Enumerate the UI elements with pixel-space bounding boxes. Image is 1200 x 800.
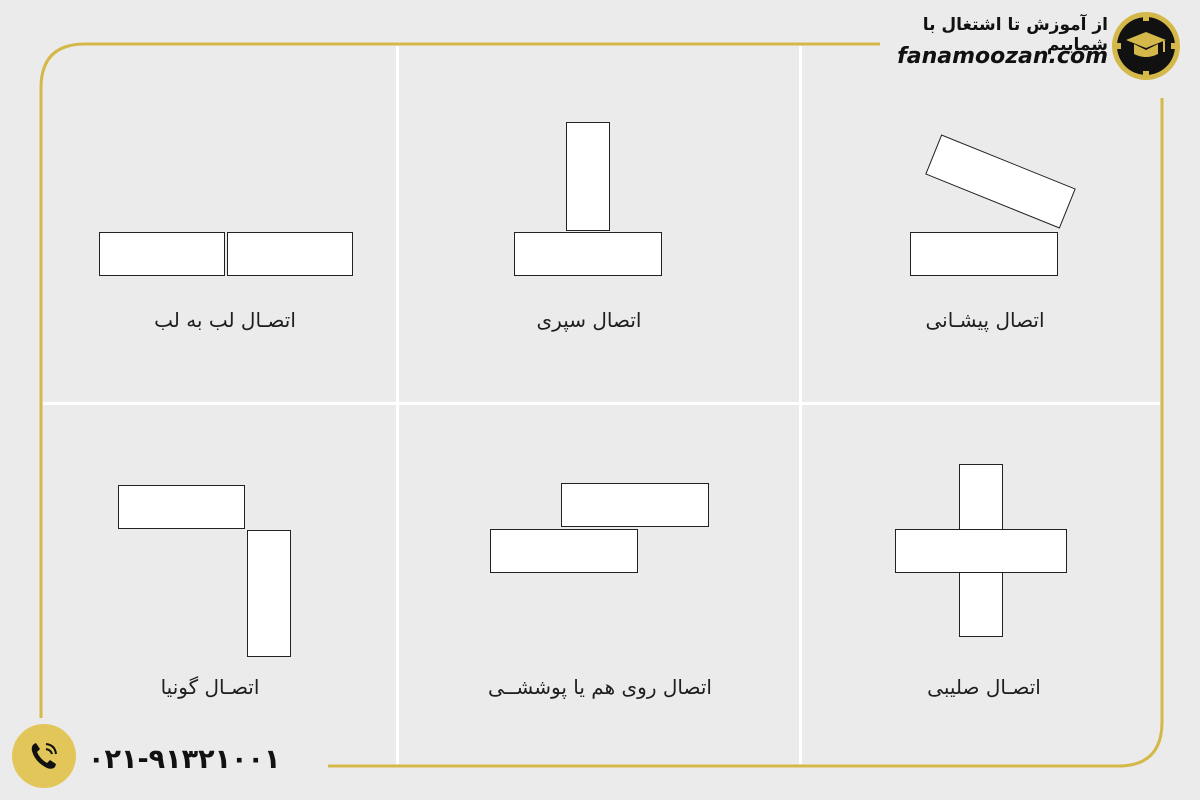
graduation-cap-gear-logo: [1112, 12, 1180, 80]
joint-label-butt: اتصـال لب به لب: [154, 308, 296, 332]
plate-vertical: [566, 122, 610, 231]
plate-upper: [561, 483, 709, 527]
plate-base: [910, 232, 1058, 276]
plate-base: [514, 232, 662, 276]
brand-website[interactable]: fanamoozan.com: [897, 44, 1108, 69]
gold-frame-top-left: [39, 42, 880, 718]
plate-left: [99, 232, 225, 276]
gold-frame-bottom-right: [328, 98, 1164, 768]
joint-label-lap: اتصال روی هم یا پوششــی: [488, 675, 712, 699]
joint-label-tee: اتصال سپری: [536, 308, 642, 332]
joint-label-corner: اتصـال گونیا: [160, 675, 260, 699]
grid-line-h: [43, 402, 1160, 405]
plate-horizontal: [118, 485, 245, 529]
grid-line-v1: [396, 46, 399, 764]
plate-vertical: [247, 530, 291, 657]
phone-badge[interactable]: [12, 724, 76, 788]
joint-label-cross: اتصـال صلیبی: [927, 675, 1041, 699]
grid-line-v2: [799, 46, 802, 764]
joint-label-forehead: اتصال پیشـانی: [925, 308, 1045, 332]
plate-horizontal: [895, 529, 1067, 573]
plate-lower: [490, 529, 638, 573]
plate-right: [227, 232, 353, 276]
brand-tagline: از آموزش تا اشتغال با شماییم: [922, 15, 1108, 55]
phone-number[interactable]: ۰۲۱-۹۱۳۲۱۰۰۱: [88, 744, 281, 775]
phone-icon: [22, 734, 66, 778]
